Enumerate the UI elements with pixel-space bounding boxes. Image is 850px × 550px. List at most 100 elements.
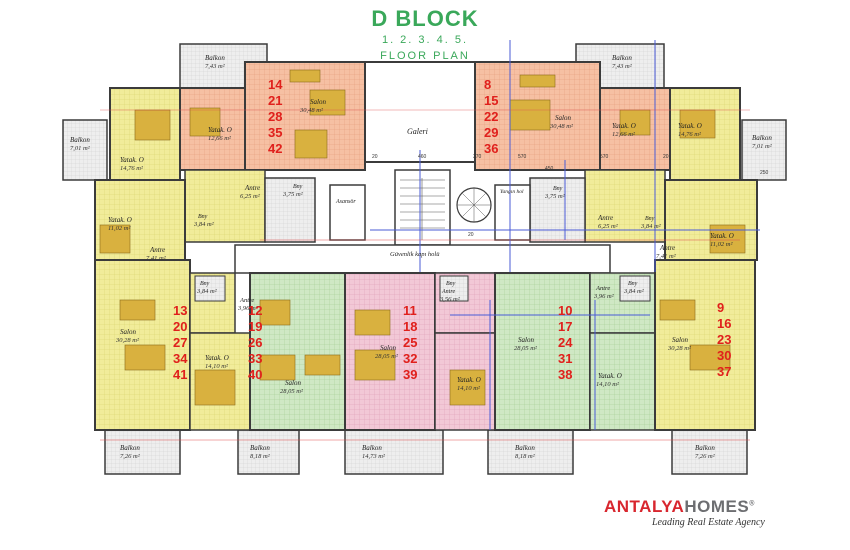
room-name: Salon bbox=[285, 379, 301, 387]
unit-number: 13 bbox=[173, 303, 187, 318]
block-title: D BLOCK bbox=[371, 6, 479, 31]
room-area: 3,56 m² bbox=[439, 296, 461, 303]
room-name: Balkon bbox=[362, 444, 382, 452]
room-area: 30,28 m² bbox=[667, 345, 692, 352]
unit-number: 29 bbox=[484, 125, 498, 140]
dimension-6: 570 bbox=[600, 154, 609, 160]
unit-number: 23 bbox=[717, 332, 731, 347]
room-name: Antre bbox=[239, 297, 254, 304]
room-area: 11,02 m² bbox=[710, 241, 733, 248]
room-area: 7,41 m² bbox=[146, 255, 167, 262]
room-name: Bny bbox=[553, 186, 563, 192]
room-name: Salon bbox=[120, 328, 136, 336]
room-area: 3,75 m² bbox=[282, 191, 304, 198]
room-name: Balkon bbox=[752, 134, 772, 142]
room-name: Salon bbox=[672, 336, 688, 344]
room-area: 28,05 m² bbox=[514, 345, 538, 352]
unit-number: 11 bbox=[403, 303, 417, 318]
plan-subtitle: FLOOR PLAN bbox=[380, 50, 470, 62]
unit-number: 9 bbox=[717, 300, 724, 315]
room-name: Antre bbox=[244, 184, 260, 192]
room-name: Balkon bbox=[70, 136, 90, 144]
annotation-lines bbox=[100, 40, 760, 441]
dimension-8: 250 bbox=[760, 170, 769, 176]
unit-number: 24 bbox=[558, 335, 573, 350]
room-area: 12,66 m² bbox=[208, 135, 232, 142]
room-area: 14,76 m² bbox=[678, 131, 702, 138]
room-name: Yatak. O bbox=[208, 126, 232, 134]
unit-number: 31 bbox=[558, 351, 572, 366]
room-area: 28,05 m² bbox=[280, 388, 304, 395]
unit-number: 32 bbox=[403, 351, 417, 366]
brand-name-red: ANTALYA bbox=[604, 497, 685, 516]
room-name: Yatak. O bbox=[205, 354, 229, 362]
room-area: 3,75 m² bbox=[544, 193, 566, 200]
room-name: Yatak. O bbox=[678, 122, 702, 130]
room-area: 6,25 m² bbox=[598, 223, 619, 230]
room-name: Antre bbox=[595, 285, 610, 292]
unit-number: 16 bbox=[717, 316, 731, 331]
unit-number: 15 bbox=[484, 93, 498, 108]
room-area: 30,28 m² bbox=[115, 337, 140, 344]
unit-number: 18 bbox=[403, 319, 417, 334]
room-name: Yatak. O bbox=[457, 376, 481, 384]
unit-number: 10 bbox=[558, 303, 572, 318]
dimension-9: 20 bbox=[468, 232, 474, 238]
room-area: 14,10 m² bbox=[457, 385, 481, 392]
room-name: Balkon bbox=[695, 444, 715, 452]
floor-list: 1. 2. 3. 4. 5. bbox=[381, 34, 469, 46]
room-name: Bny bbox=[446, 281, 456, 287]
dimension-4: 20 bbox=[372, 154, 378, 160]
brand-logo: ANTALYAHOMES® bbox=[604, 497, 755, 517]
room-name: Yatak. O bbox=[710, 232, 734, 240]
room-name: Bny bbox=[198, 214, 208, 220]
room-area: 30,48 m² bbox=[299, 107, 324, 114]
unit-number: 22 bbox=[484, 109, 498, 124]
room-name: Antre bbox=[659, 244, 675, 252]
room-labels: Balkon 7,43 m² Balkon 7,43 m² Balkon 7,0… bbox=[70, 54, 773, 460]
room-area: 3,96 m² bbox=[237, 305, 259, 312]
unit-bottom-4 bbox=[494, 272, 656, 431]
room-name: Bny bbox=[293, 184, 303, 190]
room-area: 30,48 m² bbox=[549, 123, 574, 130]
room-area: 7,01 m² bbox=[752, 143, 773, 150]
room-name: Yangın hol bbox=[500, 189, 524, 195]
dimension-5: 450 bbox=[545, 166, 554, 172]
room-name: Salon bbox=[310, 98, 326, 106]
room-area: 11,02 m² bbox=[108, 225, 131, 232]
room-name: Güvenlik kapı holü bbox=[390, 251, 440, 258]
room-name: Galeri bbox=[407, 127, 428, 136]
room-area: 8,18 m² bbox=[250, 453, 271, 460]
unit-number: 28 bbox=[268, 109, 282, 124]
room-area: 3,84 m² bbox=[640, 223, 662, 230]
room-area: 3,84 m² bbox=[623, 288, 645, 295]
dimension-7: 20 bbox=[663, 154, 669, 160]
unit-number: 26 bbox=[248, 335, 262, 350]
room-name: Balkon bbox=[120, 444, 140, 452]
room-area: 7,43 m² bbox=[205, 63, 226, 70]
room-name: Salon bbox=[518, 336, 534, 344]
unit-number: 37 bbox=[717, 364, 731, 379]
unit-number: 41 bbox=[173, 367, 187, 382]
unit-number: 42 bbox=[268, 141, 282, 156]
unit-number: 40 bbox=[248, 367, 262, 382]
room-area: 8,18 m² bbox=[515, 453, 536, 460]
unit-number: 34 bbox=[173, 351, 188, 366]
brand-tagline: Leading Real Estate Agency bbox=[652, 517, 765, 528]
unit-number: 21 bbox=[268, 93, 282, 108]
room-name: Yatak. O bbox=[108, 216, 132, 224]
unit-number: 27 bbox=[173, 335, 187, 350]
room-area: 7,43 m² bbox=[612, 63, 633, 70]
dimension-2: 370 bbox=[473, 154, 482, 160]
room-area: 14,73 m² bbox=[362, 453, 386, 460]
unit-numbers: 14 21 28 35 42 8 15 22 29 36 13 20 27 34… bbox=[173, 77, 731, 382]
unit-number: 35 bbox=[268, 125, 282, 140]
room-name: Yatak. O bbox=[120, 156, 144, 164]
unit-number: 30 bbox=[717, 348, 731, 363]
room-name: Salon bbox=[380, 344, 396, 352]
unit-number: 12 bbox=[248, 303, 262, 318]
room-name: Antre bbox=[441, 289, 455, 295]
furniture bbox=[99, 69, 746, 406]
room-area: 14,76 m² bbox=[120, 165, 144, 172]
